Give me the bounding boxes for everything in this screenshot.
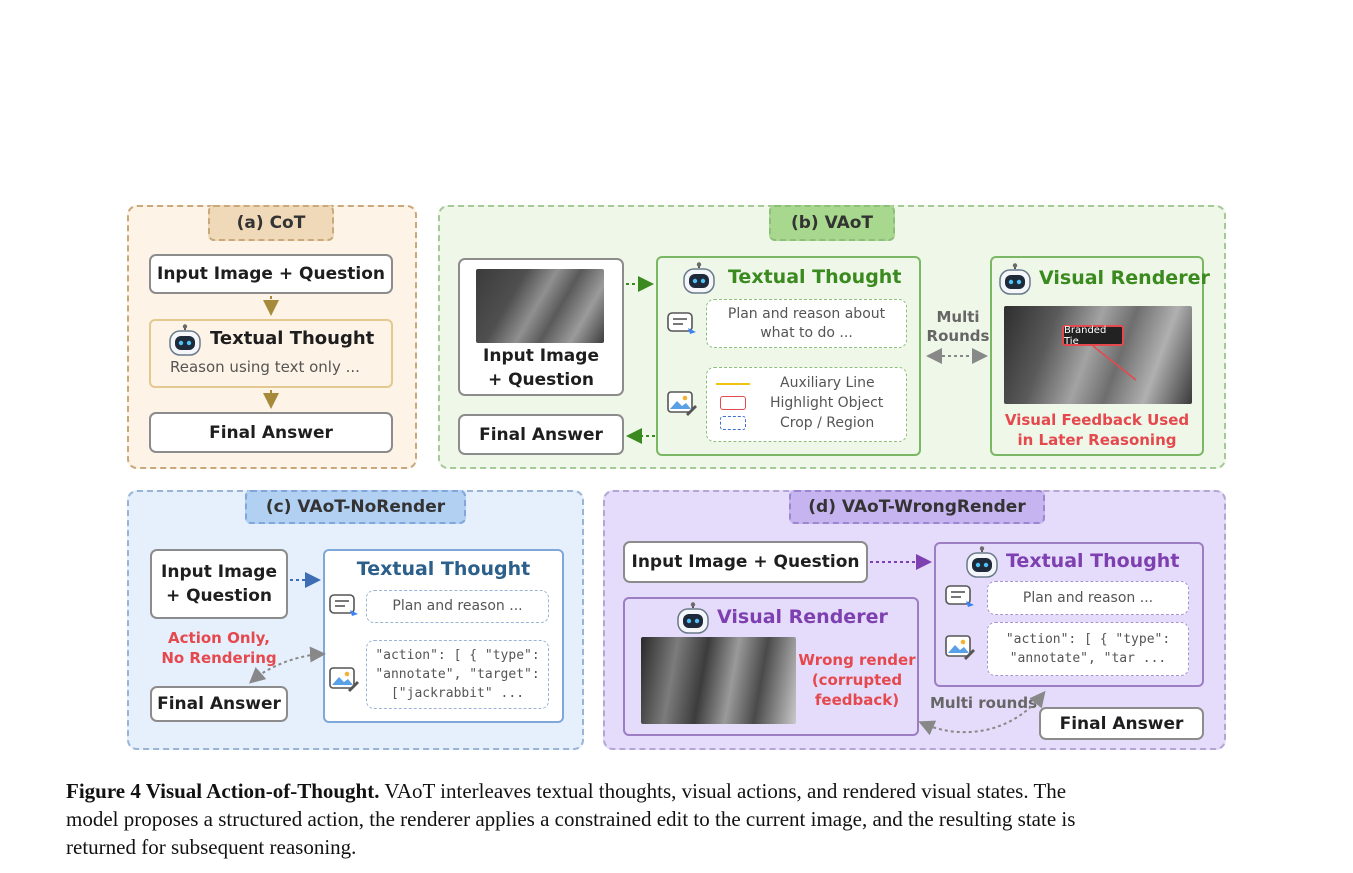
vaot-input-image bbox=[476, 269, 604, 343]
rendered-highlight-box: Branded Tie bbox=[1062, 324, 1124, 347]
wrong-render-line2: (corrupted bbox=[811, 671, 903, 689]
vaot-final-answer: Final Answer bbox=[458, 414, 624, 455]
wrong-final-answer: Final Answer bbox=[1039, 707, 1204, 740]
legend-auxiliary-line-swatch bbox=[716, 383, 750, 385]
arrow-norender-thought-to-answer bbox=[249, 646, 326, 684]
vaot-input-line2: + Question bbox=[487, 370, 595, 390]
wrong-thought-title: Textual Thought bbox=[1006, 550, 1180, 572]
caption-line3: returned for subsequent reasoning. bbox=[66, 835, 357, 859]
image-edit-icon bbox=[945, 635, 975, 660]
chat-bubble-icon bbox=[945, 585, 974, 607]
vaot-multi-line2: Rounds bbox=[926, 327, 990, 345]
rendered-pointer-line bbox=[1092, 345, 1137, 381]
norender-final-answer: Final Answer bbox=[150, 686, 288, 722]
norender-code-line1: "action": [ { "type": bbox=[375, 648, 540, 663]
panel-cot-tag: (a) CoT bbox=[208, 205, 334, 241]
caption-line1: Figure 4 Visual Action-of-Thought. VAoT … bbox=[66, 777, 1306, 805]
vaot-input-line1: Input Image bbox=[483, 346, 599, 366]
legend-crop-region-swatch bbox=[720, 416, 746, 430]
legend-crop-region-label: Crop / Region bbox=[780, 415, 875, 431]
vaot-feedback-line2: in Later Reasoning bbox=[1017, 431, 1177, 449]
panel-vaot-tag: (b) VAoT bbox=[769, 205, 895, 241]
caption-line2: model proposes a structured action, the … bbox=[66, 807, 1076, 831]
wrong-plan-box: Plan and reason ... bbox=[987, 581, 1189, 615]
robot-icon bbox=[683, 262, 715, 294]
vaot-plan-line2: what to do ... bbox=[760, 324, 853, 341]
robot-icon bbox=[169, 324, 201, 356]
robot-icon bbox=[999, 263, 1031, 295]
robot-icon bbox=[966, 546, 998, 578]
norender-input-line2: + Question bbox=[165, 586, 273, 606]
arrow-wrong-multi-rounds bbox=[918, 690, 1046, 736]
norender-thought-title: Textual Thought bbox=[356, 558, 531, 580]
legend-auxiliary-line-label: Auxiliary Line bbox=[780, 375, 875, 391]
wrong-rendered-image bbox=[641, 637, 796, 724]
vaot-plan-box: Plan and reason about what to do ... bbox=[706, 299, 907, 348]
wrong-renderer-title: Visual Renderer bbox=[717, 606, 888, 628]
wrong-render-line3: feedback) bbox=[814, 691, 900, 709]
norender-input-box: Input Image + Question bbox=[150, 549, 288, 619]
norender-code-box: "action": [ { "type": "annotate", "targe… bbox=[366, 640, 549, 709]
figure-caption: Figure 4 Visual Action-of-Thought. VAoT … bbox=[66, 777, 1306, 861]
vaot-multi-line1: Multi bbox=[936, 308, 980, 326]
norender-input-line1: Input Image bbox=[161, 562, 277, 582]
wrong-render-line1: Wrong render bbox=[798, 651, 916, 669]
vaot-thought-title: Textual Thought bbox=[728, 266, 902, 288]
panel-norender-tag: (c) VAoT-NoRender bbox=[245, 490, 466, 524]
cot-input-box: Input Image + Question bbox=[149, 254, 393, 294]
norender-plan-box: Plan and reason ... bbox=[366, 590, 549, 623]
caption-text: VAoT interleaves textual thoughts, visua… bbox=[379, 779, 1067, 803]
vaot-renderer-title: Visual Renderer bbox=[1039, 267, 1210, 289]
norender-action-line1: Action Only, bbox=[168, 629, 270, 647]
norender-code-line2: "annotate", "target": bbox=[375, 667, 540, 682]
panel-wrongrender-tag: (d) VAoT-WrongRender bbox=[789, 490, 1045, 524]
norender-code-line3: ["jackrabbit" ... bbox=[390, 686, 525, 701]
rendered-highlight-label: Branded Tie bbox=[1064, 324, 1107, 347]
wrong-input-box: Input Image + Question bbox=[623, 541, 868, 583]
chat-bubble-icon bbox=[667, 312, 696, 334]
vaot-rendered-image bbox=[1004, 306, 1192, 404]
cot-thought-title: Textual Thought bbox=[210, 328, 375, 349]
cot-thought-text: Reason using text only ... bbox=[170, 358, 360, 376]
legend-highlight-object-label: Highlight Object bbox=[770, 395, 884, 411]
wrong-code-line2: "annotate", "tar ... bbox=[1009, 651, 1167, 666]
chat-bubble-icon bbox=[329, 594, 358, 616]
vaot-plan-line1: Plan and reason about bbox=[727, 305, 886, 322]
caption-label: Figure 4 Visual Action-of-Thought. bbox=[66, 779, 380, 803]
wrong-code-line1: "action": [ { "type": bbox=[1005, 632, 1171, 647]
cot-final-answer: Final Answer bbox=[149, 412, 393, 453]
norender-action-line2: No Rendering bbox=[161, 649, 277, 667]
image-edit-icon bbox=[329, 667, 359, 692]
wrong-code-box: "action": [ { "type": "annotate", "tar .… bbox=[987, 622, 1189, 676]
robot-icon bbox=[677, 602, 709, 634]
vaot-feedback-line1: Visual Feedback Used bbox=[1004, 411, 1190, 429]
legend-highlight-object-swatch bbox=[720, 396, 746, 410]
image-edit-icon bbox=[667, 391, 697, 416]
